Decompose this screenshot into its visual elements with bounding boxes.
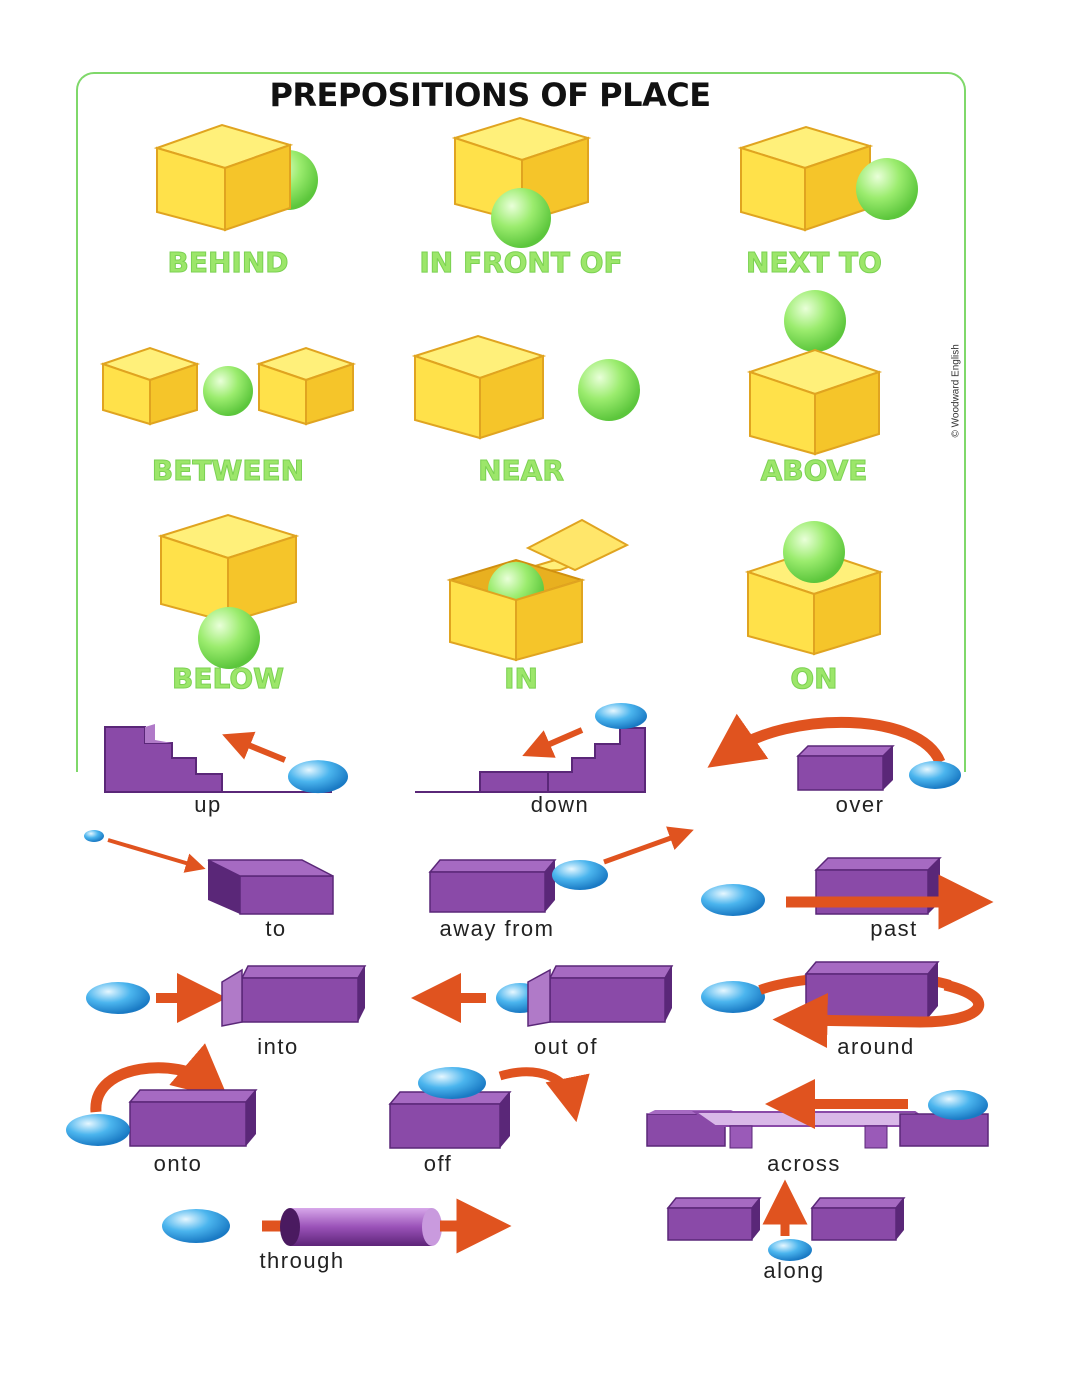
cube-icon: [746, 348, 883, 456]
out-of-illustration: [411, 965, 674, 1027]
ball-icon: [783, 521, 845, 583]
block-icon: [388, 1091, 512, 1149]
between-illustration: [99, 346, 357, 426]
block-icon: [899, 1113, 989, 1147]
around-illustration: [701, 961, 985, 1048]
stairs-icon: [104, 726, 223, 793]
block-icon: [796, 745, 895, 791]
block-icon: [810, 1197, 906, 1241]
ball-icon: [768, 1239, 812, 1261]
label-across: across: [767, 1151, 841, 1176]
label-away-from: away from: [439, 916, 555, 941]
label-below: BELOW: [172, 662, 285, 696]
ball-icon: [928, 1090, 988, 1120]
label-to: to: [265, 916, 287, 941]
down-illustration: [415, 703, 647, 793]
label-down: down: [530, 792, 590, 817]
on-illustration: [744, 521, 884, 656]
cube-icon: [744, 548, 884, 656]
up-illustration: [104, 724, 348, 794]
label-in: IN: [504, 662, 539, 696]
ball-icon: [552, 860, 608, 890]
arrow-icon: [498, 1067, 590, 1123]
ball-icon: [491, 188, 551, 248]
ball-icon: [701, 884, 765, 916]
in-illustration: [446, 518, 630, 662]
past-illustration: [701, 857, 994, 930]
into-illustration: [86, 965, 367, 1027]
block-icon: [128, 1089, 258, 1147]
block-icon: [666, 1197, 762, 1241]
ball-icon: [84, 830, 104, 842]
label-onto: onto: [153, 1151, 203, 1176]
away-from-illustration: [428, 826, 694, 913]
arrow-icon: [107, 838, 206, 873]
near-illustration: [411, 334, 640, 440]
ball-icon: [595, 703, 647, 729]
cube-icon: [153, 123, 294, 232]
over-illustration: [707, 713, 961, 791]
label-behind: BEHIND: [167, 246, 289, 280]
label-on: ON: [790, 662, 838, 696]
to-illustration: [84, 830, 334, 915]
arrow-icon: [90, 1043, 229, 1113]
tube-icon: [280, 1208, 442, 1246]
off-illustration: [388, 1067, 590, 1149]
top-panel-frame: [76, 72, 966, 772]
cube-icon: [737, 125, 874, 232]
bridge-icon: [691, 1111, 939, 1127]
ball-icon: [198, 607, 260, 669]
label-up: up: [194, 792, 222, 817]
onto-illustration: [66, 1043, 258, 1147]
in-front-of-illustration: [451, 116, 592, 248]
label-between: BETWEEN: [151, 454, 305, 488]
arrow-icon: [522, 727, 584, 758]
arrow-icon: [603, 826, 694, 865]
block-icon: [527, 965, 674, 1027]
behind-illustration: [153, 123, 318, 232]
label-around: around: [837, 1034, 915, 1059]
label-off: off: [423, 1151, 453, 1176]
label-over: over: [835, 792, 885, 817]
block-icon: [428, 859, 557, 913]
label-near: NEAR: [478, 454, 565, 488]
arrow-icon: [222, 731, 287, 763]
along-illustration: [666, 1179, 906, 1261]
arrow-icon: [772, 979, 985, 1048]
ball-icon: [578, 359, 640, 421]
ball-icon: [701, 981, 765, 1013]
label-along: along: [763, 1258, 825, 1283]
above-illustration: [746, 290, 883, 456]
below-illustration: [157, 513, 300, 669]
across-illustration: [646, 1079, 989, 1149]
block-icon: [221, 965, 367, 1027]
block-icon: [207, 859, 334, 915]
label-in-front-of: IN FRONT OF: [419, 246, 623, 280]
cube-icon: [99, 346, 201, 426]
next-to-illustration: [737, 125, 918, 232]
ball-icon: [86, 982, 150, 1014]
page-title: PREPOSITIONS OF PLACE: [269, 76, 711, 114]
arrow-icon: [707, 713, 946, 768]
label-past: past: [870, 916, 918, 941]
ball-icon: [784, 290, 846, 352]
ball-icon: [288, 760, 348, 794]
label-into: into: [257, 1034, 299, 1059]
label-out-of: out of: [533, 1034, 599, 1059]
label-through: through: [259, 1248, 345, 1273]
block-icon: [804, 961, 940, 1019]
ball-icon: [203, 366, 253, 416]
through-illustration: [162, 1198, 512, 1254]
ball-icon: [418, 1067, 486, 1099]
cube-icon: [157, 513, 300, 624]
ball-icon: [856, 158, 918, 220]
label-next-to: NEXT TO: [746, 246, 883, 280]
label-above: ABOVE: [760, 454, 868, 488]
ball-icon: [909, 761, 961, 789]
ball-icon: [66, 1114, 130, 1146]
cube-icon: [411, 334, 547, 440]
ball-icon: [162, 1209, 230, 1243]
cube-icon: [255, 346, 357, 426]
